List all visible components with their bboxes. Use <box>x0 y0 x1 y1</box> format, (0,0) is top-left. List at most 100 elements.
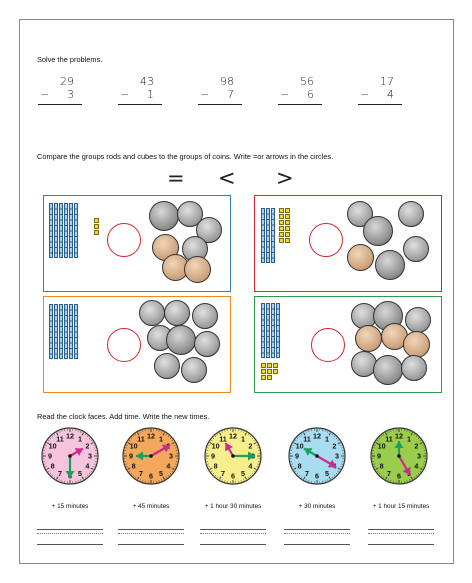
clock-numeral: 9 <box>377 452 381 461</box>
minute-hand-arrowhead <box>327 459 337 468</box>
unit-cubes <box>261 363 278 380</box>
comparison-box-4 <box>254 296 442 393</box>
clock-tick <box>375 467 379 470</box>
clock-numeral: 9 <box>211 452 215 461</box>
clock-tick <box>132 435 135 438</box>
section3-instruction: Read the clock faces. Add time. Write th… <box>37 412 210 421</box>
clock-numeral: 9 <box>48 452 52 461</box>
clock-tick <box>139 479 141 481</box>
clock-tick <box>328 432 331 436</box>
clock-tick <box>90 442 94 445</box>
problem-5-bottom: 4 <box>387 88 394 101</box>
clock-tick <box>293 467 297 470</box>
answer-circle[interactable] <box>311 328 345 362</box>
clock-tick <box>216 476 219 478</box>
problem-4: 56 −6 <box>278 75 322 105</box>
hour-hand-arrowhead <box>304 448 313 456</box>
clock-tick <box>298 435 301 438</box>
problem-2: 43 −1 <box>118 75 162 105</box>
clock-numeral: 12 <box>395 432 403 441</box>
ten-rods <box>49 203 78 258</box>
clock-tick <box>169 472 172 475</box>
clock-tick <box>409 431 411 433</box>
clock-center-pin <box>397 454 401 458</box>
clock-tick <box>422 466 424 468</box>
clock-tick <box>58 431 60 433</box>
clock-tick <box>247 476 250 478</box>
clock-tick <box>298 474 301 477</box>
clock-tick <box>51 474 54 477</box>
clock-numeral: 5 <box>241 469 245 478</box>
minus-sign: − <box>40 88 50 101</box>
clock-numeral: 11 <box>385 434 393 443</box>
minute-hand-arrowhead <box>248 451 255 461</box>
clock-tick <box>303 432 306 436</box>
clock-tick <box>305 479 307 481</box>
clock-tick <box>374 466 376 468</box>
clock-numeral: 7 <box>139 469 143 478</box>
answer-lines-1[interactable] <box>37 519 103 545</box>
clock-tick <box>165 434 168 436</box>
problem-1-top: 29 <box>60 75 74 88</box>
clock-numeral: 12 <box>313 432 321 441</box>
dime-coin <box>192 303 218 329</box>
minute-hand-arrowhead <box>65 471 75 478</box>
clock-tick <box>327 431 329 433</box>
clock-numeral: 3 <box>88 452 92 461</box>
clock-tick <box>410 476 413 480</box>
clock-tick <box>90 467 94 470</box>
clock-tick <box>243 431 245 433</box>
clock-tick <box>56 432 59 436</box>
clock-tick <box>161 431 163 433</box>
clock-numeral: 11 <box>219 434 227 443</box>
clock-tick <box>382 434 385 436</box>
clock-tick <box>296 437 299 440</box>
clock-tick <box>380 435 383 438</box>
answer-line <box>198 104 242 105</box>
clock-tick <box>171 467 175 470</box>
problem-4-bottom: 6 <box>307 88 314 101</box>
minute-hand-arrowhead <box>161 444 171 453</box>
dime-coin <box>403 236 429 262</box>
clock-tick <box>385 476 388 480</box>
clock-tick <box>413 476 416 478</box>
clock-tick <box>56 476 59 480</box>
clock-tick <box>331 434 334 436</box>
clock-tick <box>80 479 82 481</box>
clock-numeral: 1 <box>407 434 411 443</box>
clock-tick <box>410 432 413 436</box>
answer-circle[interactable] <box>309 223 343 257</box>
hour-hand-arrowhead <box>394 441 404 448</box>
answer-circle[interactable] <box>107 328 141 362</box>
clock-numeral: 10 <box>296 442 304 451</box>
answer-lines-3[interactable] <box>200 519 266 545</box>
answer-lines-2[interactable] <box>118 519 184 545</box>
page-border <box>19 19 454 564</box>
nickel-coin <box>363 216 393 246</box>
clock-numeral: 9 <box>295 452 299 461</box>
clock-face-5: 121234567891011 <box>368 425 430 487</box>
dime-coin <box>347 201 373 227</box>
clock-tick <box>221 479 223 481</box>
dime-coin <box>351 351 377 377</box>
clock-tick <box>413 434 416 436</box>
section1-instruction: Solve the problems. <box>37 55 103 64</box>
dime-coin <box>139 300 165 326</box>
clock-tick <box>58 479 60 481</box>
minus-sign: − <box>360 88 370 101</box>
answer-lines-5[interactable] <box>368 519 434 545</box>
clock-tick <box>88 472 91 475</box>
clock-tick <box>139 431 141 433</box>
clock-face-2: 121234567891011 <box>120 425 182 487</box>
answer-lines-4[interactable] <box>284 519 350 545</box>
clock-tick <box>51 435 54 438</box>
clock-tick <box>137 432 140 436</box>
clock-tick <box>86 435 89 438</box>
clock-numeral: 6 <box>315 472 319 481</box>
answer-circle[interactable] <box>107 223 141 257</box>
clock-tick <box>45 466 47 468</box>
clock-tick <box>137 476 140 480</box>
clock-numeral: 8 <box>298 462 302 471</box>
clock-numeral: 11 <box>56 434 64 443</box>
